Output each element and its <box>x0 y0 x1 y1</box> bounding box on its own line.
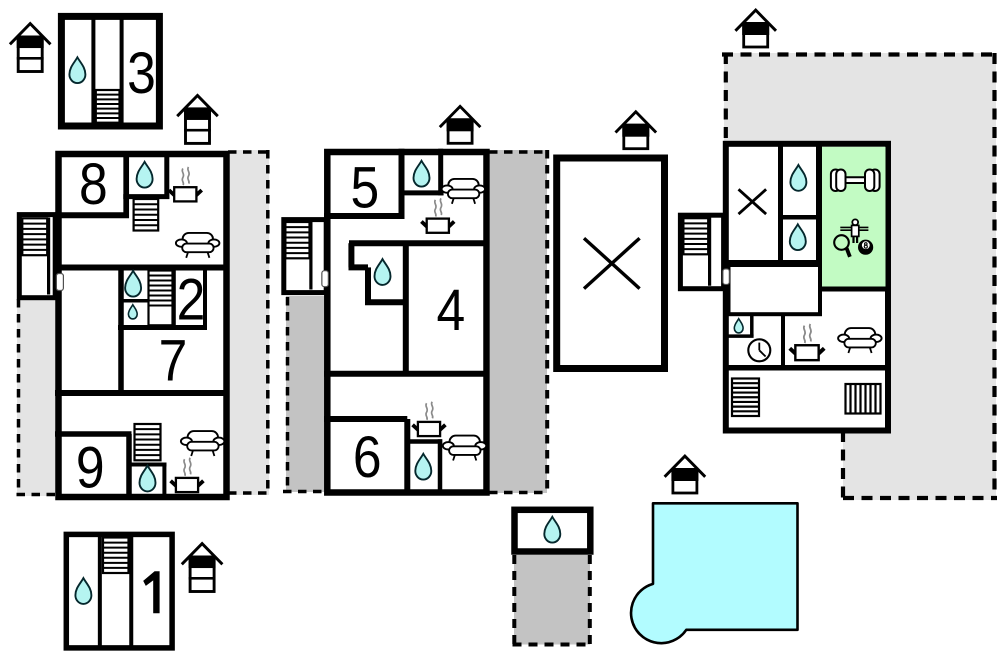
svg-text:5: 5 <box>351 155 380 220</box>
svg-text:7: 7 <box>159 328 188 393</box>
svg-text:6: 6 <box>353 424 382 489</box>
svg-text:9: 9 <box>76 435 105 500</box>
svg-text:2: 2 <box>177 267 206 332</box>
svg-text:4: 4 <box>437 277 466 342</box>
svg-text:3: 3 <box>127 40 156 105</box>
svg-text:8: 8 <box>79 151 108 216</box>
